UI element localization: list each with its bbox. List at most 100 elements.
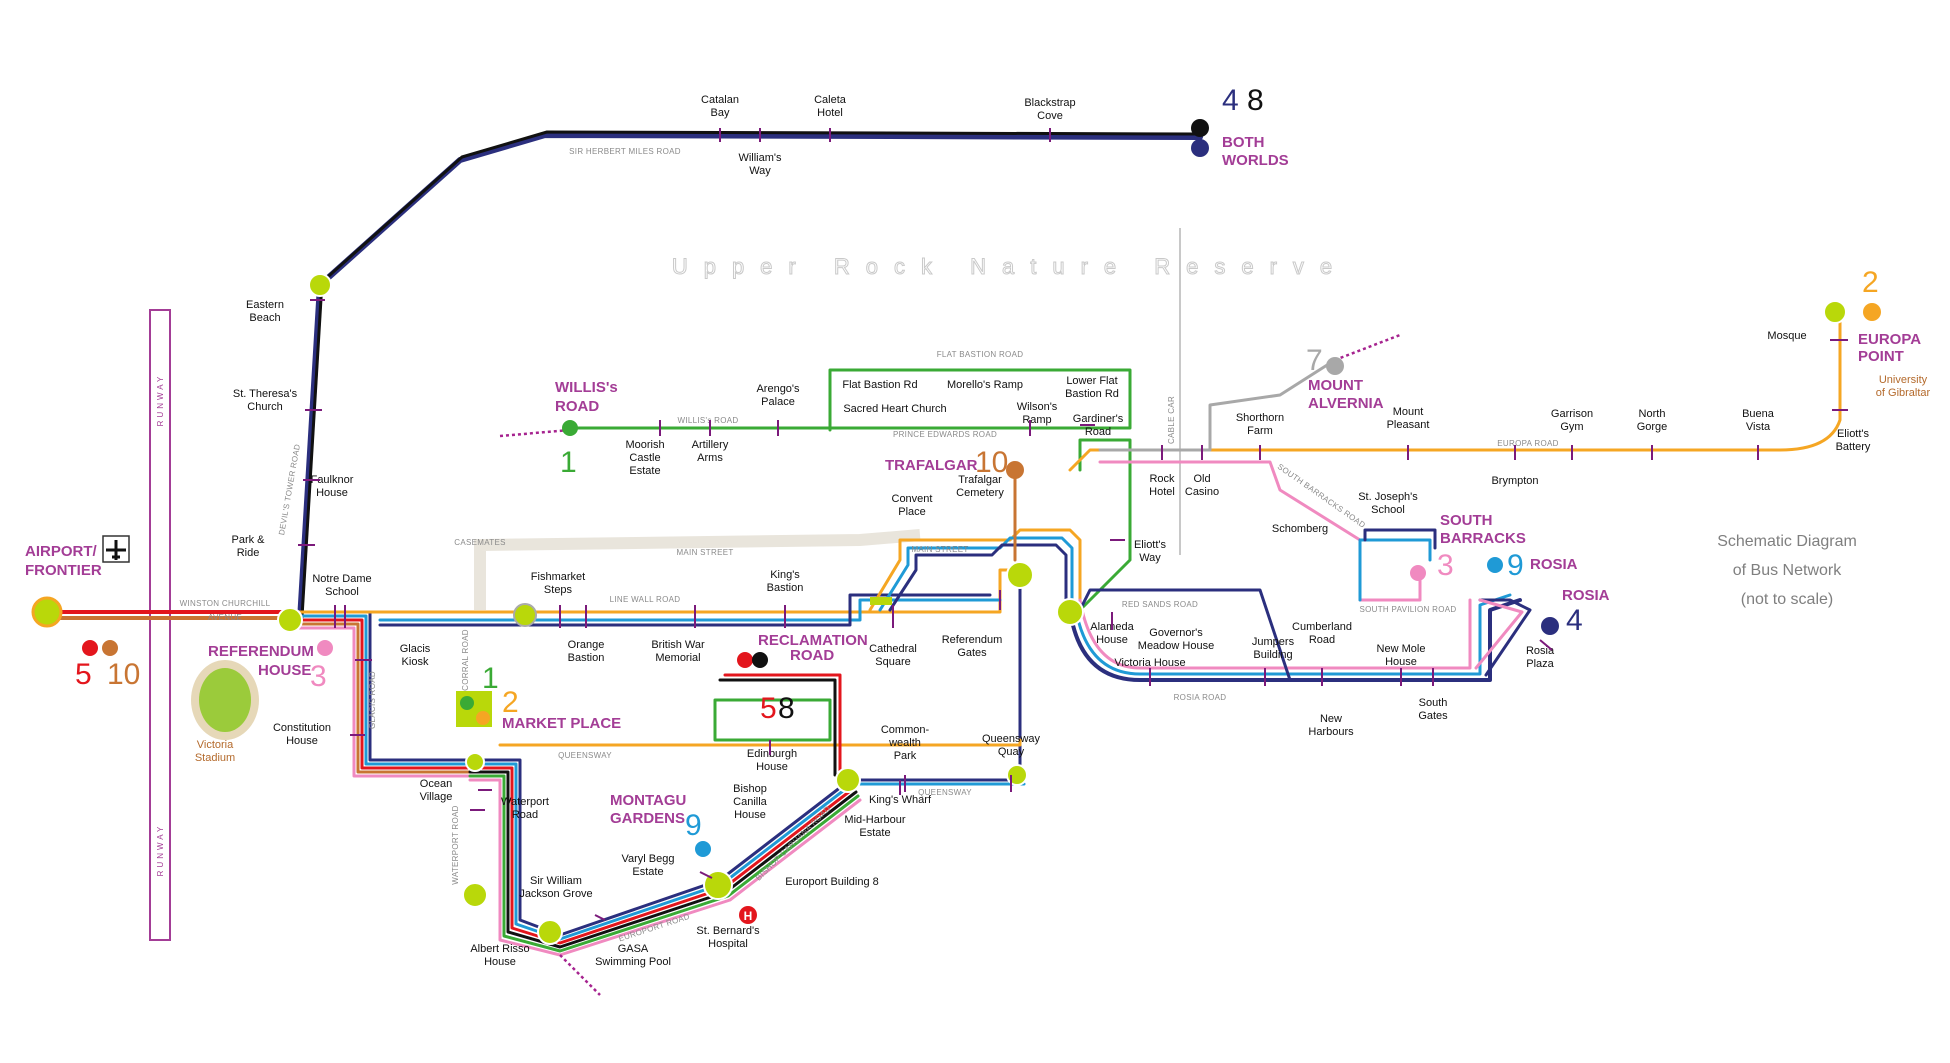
hub-montagu-l2: GARDENS — [610, 810, 685, 827]
station-label: British War — [651, 639, 705, 651]
node-fishmarket — [513, 603, 537, 627]
hub-rosia-4-num: 4 — [1566, 604, 1583, 637]
road-south-pavilion: SOUTH PAVILION ROAD — [1360, 605, 1457, 614]
road-sir-herbert-miles: SIR HERBERT MILES ROAD — [569, 147, 681, 156]
station-label: Glacis — [400, 643, 431, 655]
station-label: House — [734, 809, 766, 821]
station-label: Plaza — [1526, 658, 1554, 670]
station-label: Garrison — [1551, 408, 1593, 420]
station-label: Eliott's — [1134, 539, 1167, 551]
hub-market-place: MARKET PLACE — [502, 715, 621, 732]
runway-strip — [149, 309, 171, 941]
station-label: Morello's Ramp — [947, 379, 1023, 391]
station-label: Farm — [1247, 425, 1273, 437]
station-label: wealth — [888, 737, 921, 749]
reserve-title: Upper Rock Nature Reserve — [672, 254, 1348, 279]
station-label: Gardiner's — [1073, 413, 1124, 425]
station-label: Mosque — [1767, 330, 1806, 342]
stadium-pitch — [199, 668, 251, 732]
road-queensway-east: QUEENSWAY — [918, 788, 972, 797]
hub-labels: AIRPORT/ FRONTIER 5 10 REFERENDUM HOUSE … — [25, 84, 1921, 842]
station-label: Road — [1309, 634, 1335, 646]
station-label: Cove — [1037, 110, 1063, 122]
road-main-street-west: MAIN STREET — [676, 548, 733, 557]
station-label: Cumberland — [1292, 621, 1352, 633]
station-label: Hotel — [817, 107, 843, 119]
station-label: St. Joseph's — [1358, 491, 1418, 503]
station-label: Moorish — [625, 439, 664, 451]
hub-willis-num: 1 — [560, 446, 577, 479]
station-label: Catalan — [701, 94, 739, 106]
hub-reclamation-num-5: 5 — [760, 692, 777, 725]
station-label: Ramp — [1022, 414, 1051, 426]
station-label: Brympton — [1491, 475, 1538, 487]
station-label: Village — [420, 791, 453, 803]
road-red-sands: RED SANDS ROAD — [1122, 600, 1198, 609]
station-label: Way — [749, 165, 771, 177]
hub-willis-l1: WILLIS's — [555, 379, 618, 396]
station-label: Quay — [998, 746, 1025, 758]
station-label: Queensway — [982, 733, 1041, 745]
road-glacis: GLACIS ROAD — [368, 671, 377, 729]
station-label: Memorial — [655, 652, 700, 664]
hub-rosia-9-num: 9 — [1507, 549, 1524, 582]
hub-rosia-4: ROSIA — [1562, 587, 1610, 604]
station-label: Estate — [859, 827, 890, 839]
hub-trafalgar: TRAFALGAR — [885, 457, 978, 474]
note-line-1: Schematic Diagram — [1717, 533, 1857, 550]
station-label: King's Wharf — [869, 794, 932, 806]
station-label: Artillery — [692, 439, 729, 451]
hub-referendum-l1: REFERENDUM — [208, 643, 314, 660]
hub-both-worlds-l2: WORLDS — [1222, 152, 1289, 169]
hub-airport-l1: AIRPORT/ — [25, 543, 98, 560]
road-line-wall: LINE WALL ROAD — [610, 595, 681, 604]
station-label: Referendum — [942, 634, 1003, 646]
hub-both-worlds-l1: BOTH — [1222, 134, 1265, 151]
airplane-glyph — [106, 540, 126, 560]
road-devils-tower: DEVIL'S TOWER ROAD — [277, 443, 302, 536]
station-label: Hotel — [1149, 486, 1175, 498]
station-label: Faulknor — [311, 474, 354, 486]
hub-south-barracks-l2: BARRACKS — [1440, 530, 1526, 547]
station-label: Castle — [629, 452, 660, 464]
station-label: King's — [770, 569, 800, 581]
station-label: Sacred Heart Church — [843, 403, 946, 415]
station-label: Canilla — [733, 796, 768, 808]
station-label: Wilson's — [1017, 401, 1058, 413]
station-label: Building — [1253, 649, 1292, 661]
station-label: Eastern — [246, 299, 284, 311]
hub-both-worlds-num-8: 8 — [1247, 84, 1264, 117]
stop-tick — [699, 871, 713, 879]
station-label: University — [1879, 374, 1928, 386]
hub-south-barracks-num: 3 — [1437, 549, 1454, 582]
runway-label: RUNWAY — [156, 374, 165, 427]
hub-reclamation-l2: ROAD — [790, 647, 834, 664]
station-label: Lower Flat — [1066, 375, 1117, 387]
station-label: Orange — [568, 639, 605, 651]
node-europa — [1823, 300, 1847, 324]
hospital-icon — [739, 906, 757, 924]
node-albert-risso — [537, 919, 563, 945]
runway-label-lower: RUNWAY — [156, 824, 165, 877]
node-kings-wharf — [835, 767, 861, 793]
station-label: Ride — [237, 547, 260, 559]
station-label: Albert Risso — [470, 943, 529, 955]
station-label: Vista — [1746, 421, 1771, 433]
station-label: Governor's — [1149, 627, 1203, 639]
station-label: GASA — [618, 943, 649, 955]
station-label: House — [316, 487, 348, 499]
station-label: Estate — [629, 465, 660, 477]
station-label: Buena — [1742, 408, 1775, 420]
station-label: Arengo's — [756, 383, 800, 395]
hub-rosia-9: ROSIA — [1530, 556, 1578, 573]
hub-airport-l2: FRONTIER — [25, 562, 102, 579]
station-label: Gates — [1418, 710, 1448, 722]
hub-montagu-num: 9 — [685, 809, 702, 842]
station-label: Victoria House — [1114, 657, 1185, 669]
hub-airport-num-5: 5 — [75, 658, 92, 691]
casemates-band — [474, 529, 921, 610]
station-label: Jackson Grove — [519, 888, 592, 900]
station-label: Flat Bastion Rd — [842, 379, 917, 391]
station-label: Square — [875, 656, 910, 668]
station-label: Trafalgar — [958, 474, 1002, 486]
